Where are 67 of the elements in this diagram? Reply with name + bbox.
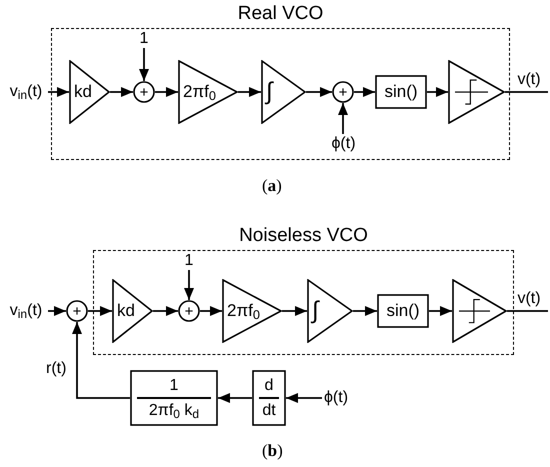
gain-label: kd	[74, 82, 92, 102]
signal-label: ϕ(t)	[325, 134, 362, 154]
arrow	[110, 87, 133, 97]
function-block	[375, 75, 427, 109]
arrow	[139, 48, 149, 81]
arrow	[354, 87, 375, 97]
gain-triangle	[222, 279, 282, 343]
arrow	[184, 270, 194, 300]
arrow	[429, 306, 452, 316]
gain-label: kd	[117, 301, 135, 321]
arrow	[306, 87, 332, 97]
arrow	[286, 393, 322, 403]
arrow	[218, 393, 252, 403]
arrow	[88, 306, 112, 316]
arrow	[353, 306, 377, 316]
gain-triangle	[69, 60, 110, 124]
arrow	[200, 306, 222, 316]
edge-label: r(t)	[46, 360, 66, 378]
denominator: 2πf$_{0}$ k$_{d}$	[148, 400, 200, 420]
arrow	[48, 87, 69, 97]
summing-junction	[332, 81, 354, 103]
signal-label: v(t)	[510, 287, 548, 311]
function-label: sin()	[384, 82, 418, 102]
arrow	[427, 87, 448, 97]
transfer-function-block	[130, 370, 218, 426]
plus-sign: +	[72, 304, 82, 318]
numerator: 1	[170, 376, 178, 396]
gain-label: 2πf$_{0}$	[227, 301, 260, 321]
function-block	[377, 294, 429, 328]
integral-symbol: ∫	[266, 78, 273, 106]
signal-label: ϕ(t)	[322, 388, 350, 408]
plus-sign: +	[338, 84, 348, 100]
comparator-triangle	[452, 279, 507, 343]
summing-junction	[133, 81, 155, 103]
plus-sign: +	[140, 84, 148, 100]
plus-sign: +	[184, 304, 194, 318]
signal-line	[507, 310, 548, 312]
summing-junction	[178, 300, 200, 322]
subfigure-label: (b)	[262, 441, 283, 461]
integrator-triangle	[261, 60, 306, 124]
gain-triangle	[178, 60, 238, 124]
signal-label: v$_{in}$(t)	[4, 301, 48, 321]
arrow	[48, 306, 66, 316]
integrator-triangle	[307, 279, 353, 343]
transfer-function-block	[252, 370, 286, 426]
function-label: sin()	[386, 301, 420, 321]
gain-triangle	[112, 279, 153, 343]
signal-label: 1	[182, 252, 196, 270]
arrow	[282, 306, 307, 316]
summing-junction	[66, 300, 88, 322]
block-title: Real VCO	[236, 2, 324, 26]
signal-label: 1	[137, 30, 151, 48]
block-title: Noiseless VCO	[238, 224, 369, 248]
comparator-triangle	[448, 60, 505, 124]
integral-symbol: ∫	[312, 297, 319, 325]
arrow	[72, 322, 130, 399]
gain-label: 2πf$_{0}$	[183, 82, 216, 102]
denominator: dt	[262, 400, 276, 420]
arrow	[338, 103, 348, 134]
numerator: d	[264, 376, 274, 396]
signal-label: v$_{in}$(t)	[4, 82, 48, 102]
subfigure-label: (a)	[262, 176, 282, 196]
arrow	[238, 87, 261, 97]
signal-label: v(t)	[510, 68, 548, 92]
arrow	[155, 87, 178, 97]
arrow	[153, 306, 178, 316]
signal-line	[505, 91, 548, 93]
